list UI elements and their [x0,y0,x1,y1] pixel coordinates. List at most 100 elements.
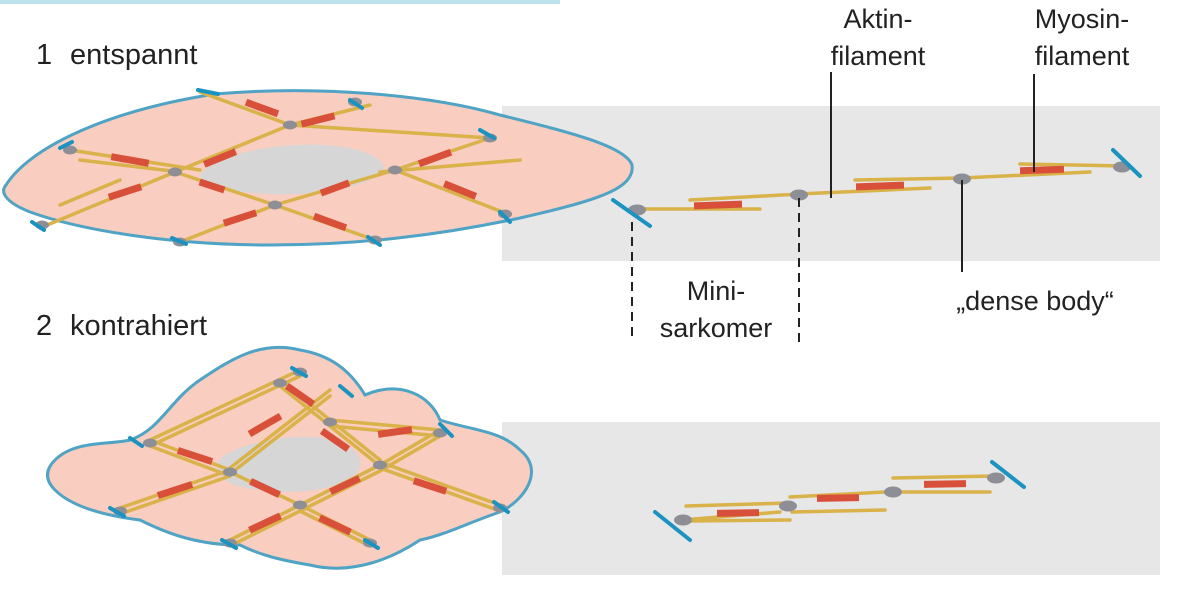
myosin-filament-icon [248,512,282,534]
actin-filament-icon [688,192,802,202]
membrane-anchor-icon [438,422,454,438]
myosin-filament-icon [319,179,351,197]
membrane-anchor-icon [366,235,382,247]
mini-sarcomere-label-line1: Mini- [687,276,746,306]
myosin-filament-icon [222,209,258,227]
dense-body-icon [388,165,402,175]
myosin-filament-icon [412,477,448,495]
actin-label-line2: filament [831,41,926,71]
actin-filament-icon [393,168,512,217]
membrane-anchor-icon [653,510,692,542]
dense-body-icon [779,500,797,512]
myosin-filament-icon [716,509,760,517]
dense-body-icon [953,173,971,185]
membrane-anchor-icon [338,384,354,398]
myosin-filament-icon [855,181,905,191]
actin-filament-icon [228,509,302,548]
actin-filament-icon [173,170,277,207]
membrane-anchor-icon [1111,148,1142,178]
actin-filament-icon [148,444,232,478]
actin-filament-icon [38,170,177,230]
myosin-filament-icon [377,426,413,438]
myosin-filament-icon [110,153,150,167]
myosin-label-line1: Myosin- [1035,4,1130,34]
myosin-filament-icon [312,212,348,232]
actin-filament-icon [378,158,522,174]
membrane-anchor-icon [611,198,652,228]
actin-filament-icon [853,176,964,182]
membrane-anchor-icon [196,88,220,96]
membrane-anchor-icon [58,140,74,150]
actin-filament-icon [790,508,887,514]
myosin-filament-icon [1019,165,1065,175]
actin-filament-icon [788,490,887,499]
membrane-anchor-icon [990,460,1026,489]
myosin-filament-icon [417,148,453,168]
myosin-filament-icon [202,148,238,168]
membrane-anchor-icon [220,538,238,550]
dense-body-icon [293,500,307,510]
dense-body-icon [283,120,297,130]
myosin-filament-icon [244,98,280,118]
dense-body-icon [168,167,182,177]
section-2-label: kontrahiert [70,310,207,342]
actin-filament-icon [58,178,122,207]
membrane-anchor-icon [30,220,46,232]
actin-filament-icon [960,170,1092,180]
membrane-anchor-icon [363,538,380,550]
myosin-filament-icon [329,475,361,495]
actin-filament-icon [148,374,302,448]
section-1-label: entspannt [70,39,197,71]
membrane-anchor-icon [170,236,188,246]
myosin-filament-icon [442,180,478,200]
myosin-filament-icon [156,481,194,499]
actin-filament-icon [378,428,442,467]
membrane-anchor-icon [108,506,126,518]
section-2-number: 2 [36,310,52,342]
dense-body-icon [884,486,902,498]
actin-filament-icon [288,123,492,140]
membrane-anchor-icon [478,128,496,140]
dense-body-icon [273,378,287,388]
dense-body-icon [268,200,282,210]
section-1-number: 1 [36,39,52,71]
relaxed-nucleus [200,144,384,195]
dense-body-icon [143,438,157,448]
top-border [0,0,560,4]
dense-body-icon [323,417,337,427]
dense-body-icon [63,145,77,155]
membrane-anchor-icon [290,366,308,378]
actin-filament-icon [328,418,442,432]
myosin-filament-icon [247,412,283,438]
dense-body-icon [223,467,237,477]
membrane-anchor-icon [492,500,510,514]
myosin-filament-icon [300,112,336,128]
dense-body-icon [987,472,1005,484]
dense-body-label: „dense body“ [956,286,1114,316]
myosin-filament-icon [318,514,352,536]
relaxed-cell [2,88,634,247]
actin-filament-icon [686,518,792,523]
myosin-filament-icon [107,183,143,201]
membrane-anchor-icon [348,98,364,110]
actin-filament-icon [684,501,792,508]
myosin-filament-icon [284,382,316,408]
actin-filament-icon [173,123,292,174]
dense-body-icon [674,514,692,526]
actin-filament-icon [228,394,332,476]
myosin-label-line2: filament [1035,41,1130,71]
membrane-anchor-icon [498,210,512,224]
contracted-cell [46,345,533,570]
actin-filament-icon [78,158,182,174]
actin-filament-icon [891,474,997,480]
actin-filament-icon [378,434,442,473]
myosin-filament-icon [249,478,281,498]
mini-sarcomere-label-line2: sarkomer [660,313,773,343]
actin-filament-icon [378,460,502,507]
myosin-filament-icon [198,178,226,194]
actin-filament-icon [1018,162,1127,168]
actin-filament-icon [796,186,932,196]
contracted-filament-chain [653,460,1026,542]
